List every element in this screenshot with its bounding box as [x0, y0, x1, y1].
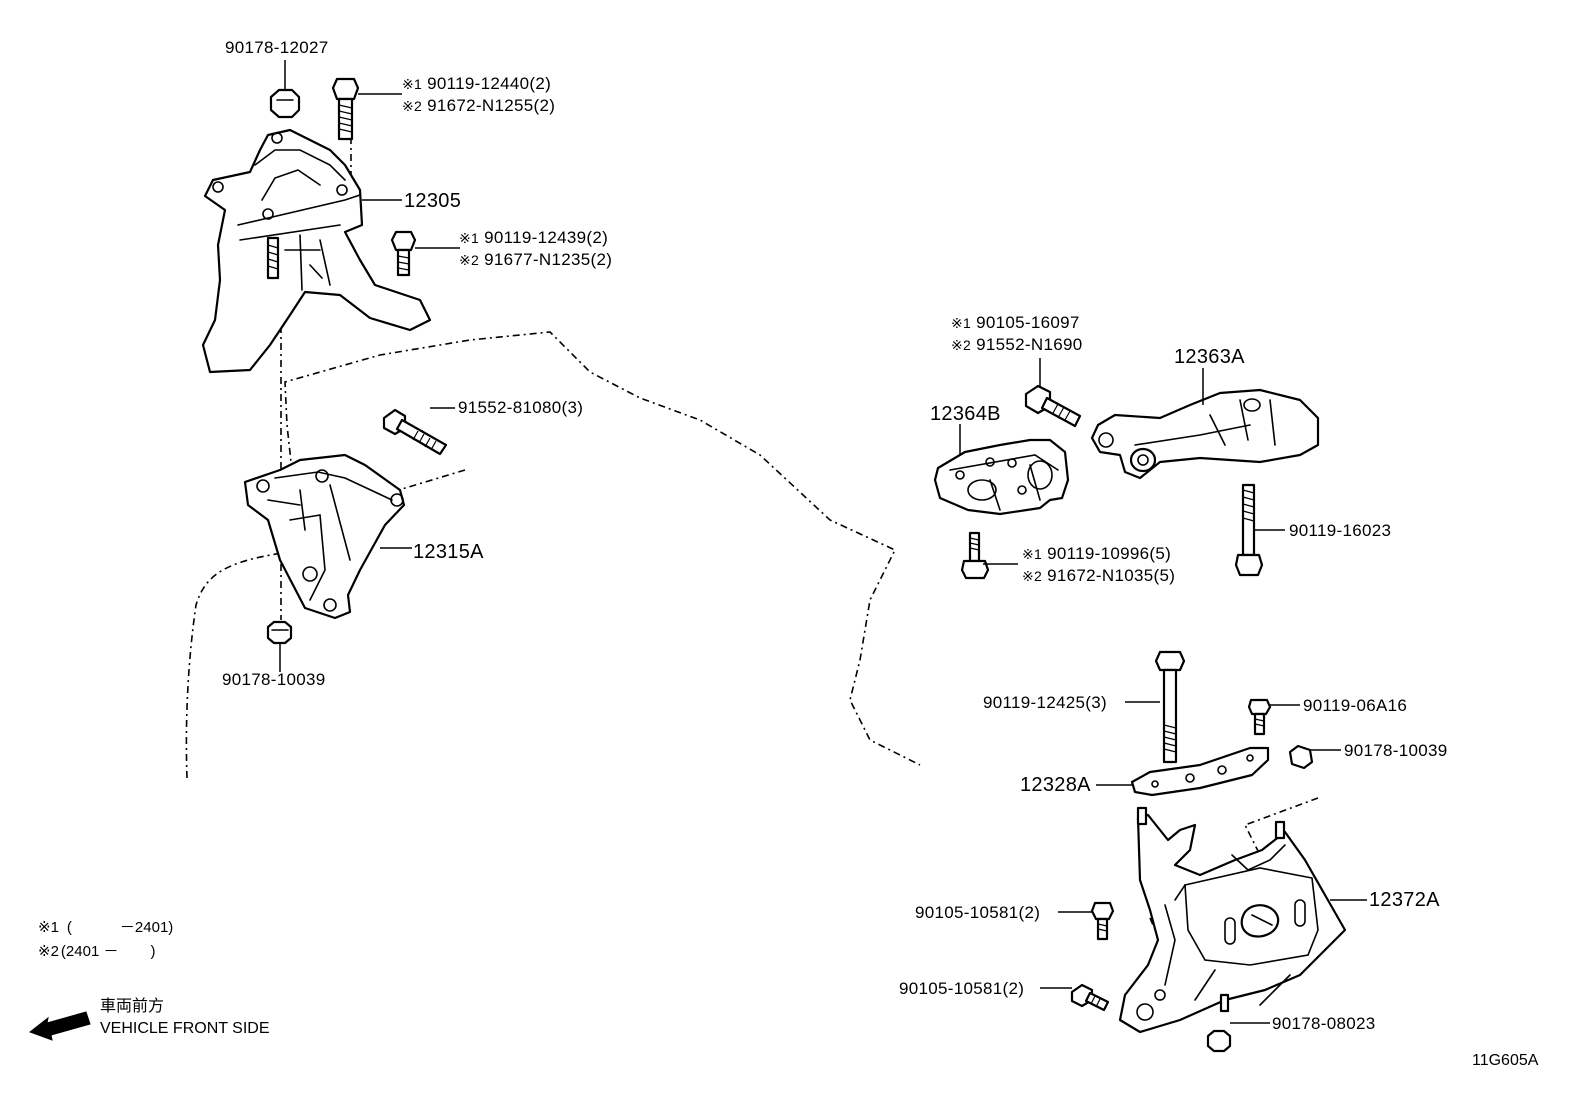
label-right-bolt-variant-1: ※1 90105-16097: [951, 313, 1080, 332]
legend-row-1: ※1(－2401): [38, 919, 174, 936]
direction-arrow-icon: [28, 1011, 91, 1041]
bolt-top-mount: [331, 77, 360, 141]
label-bolt-90119-16023: 90119-16023: [1289, 521, 1392, 540]
transmission-mount-12372A: [1118, 806, 1347, 1034]
label-bolt-90119-12425: 90119-12425(3): [983, 693, 1107, 712]
direction-label-jp: 車両前方: [100, 998, 165, 1015]
leader-lines: [279, 60, 1367, 1024]
label-torque-rod-12363A: 12363A: [1174, 346, 1245, 368]
label-nut-90178-08023: 90178-08023: [1272, 1014, 1376, 1033]
label-top-bolt-variant-2: ※2 91672-N1255(2): [402, 96, 556, 115]
label-bolt-91552-81080: 91552-81080(3): [458, 398, 584, 417]
bolt-90105-10581-b: [1070, 983, 1110, 1012]
label-mid-bolt-variant-1: ※1 90119-12439(2): [459, 228, 609, 247]
label-bracket-12328A: 12328A: [1020, 774, 1091, 796]
legend-row-2: ※2(2401 －): [38, 943, 156, 960]
label-right-bolt-variant-2: ※2 91552-N1690: [951, 335, 1083, 354]
label-bolt-90119-06A16: 90119-06A16: [1303, 696, 1408, 715]
bolt-90105-16097: [1024, 384, 1082, 428]
label-mid-bolt-variant-2: ※2 91677-N1235(2): [459, 250, 613, 269]
label-top-bolt-variant-1: ※1 90119-12440(2): [402, 74, 552, 93]
label-small-bolt-variant-2: ※2 91672-N1035(5): [1022, 566, 1176, 585]
label-mount-12372A: 12372A: [1369, 889, 1440, 911]
bolt-mid-mount: [390, 230, 417, 277]
label-bolt-90105-10581-a: 90105-10581(2): [915, 903, 1041, 922]
nut-90178-10039-left: [266, 620, 293, 645]
bolt-90119-16023: [1234, 483, 1264, 577]
label-bracket-12315A: 12315A: [413, 541, 484, 563]
torque-rod-12363A: [1090, 388, 1320, 480]
bracket-12364B: [933, 438, 1070, 516]
align-line-bolt-91552: [391, 469, 466, 493]
bracket-12328A: [1130, 746, 1270, 797]
label-small-bolt-variant-1: ※1 90119-10996(5): [1022, 544, 1172, 563]
bolt-90119-12425: [1154, 650, 1186, 764]
label-nut-90178-12027: 90178-12027: [225, 38, 329, 57]
bolt-91552-81080: [382, 408, 448, 456]
bolt-90119-06A16: [1247, 698, 1272, 736]
nut-90178-10039-right: [1288, 744, 1314, 770]
label-nut-90178-10039-left: 90178-10039: [222, 670, 326, 689]
label-nut-90178-10039-right: 90178-10039: [1344, 741, 1448, 760]
direction-label-en: VEHICLE FRONT SIDE: [100, 1020, 270, 1037]
nut-90178-12027: [269, 88, 301, 119]
label-bolt-90105-10581-b: 90105-10581(2): [899, 979, 1025, 998]
engine-mount-12305: [201, 128, 432, 374]
label-mount-12305: 12305: [404, 190, 462, 212]
engine-outline: [185, 331, 921, 779]
bolt-90119-10996: [960, 531, 990, 580]
label-bracket-12364B: 12364B: [930, 403, 1001, 425]
bracket-12315A: [243, 453, 406, 620]
diagram-id: 11G605A: [1472, 1052, 1539, 1069]
bolt-90105-10581-a: [1090, 901, 1115, 941]
nut-90178-08023: [1206, 1029, 1232, 1053]
